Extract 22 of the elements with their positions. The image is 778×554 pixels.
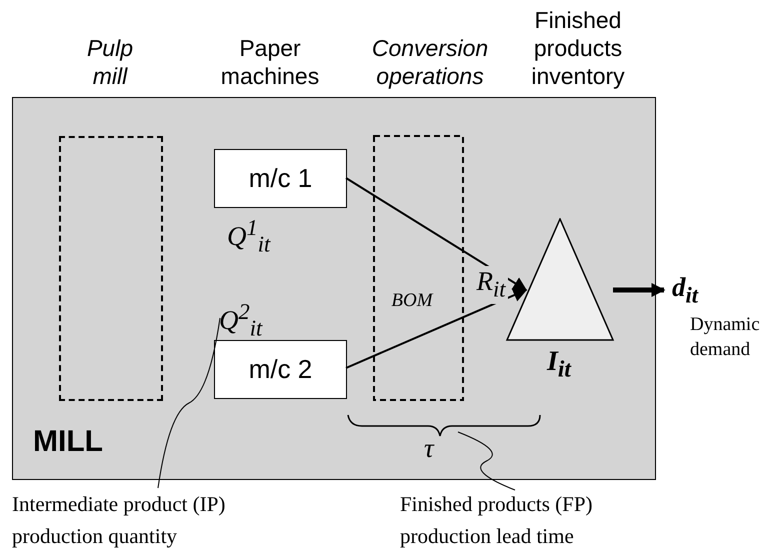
mill-title: MILL (33, 425, 103, 459)
arrow (613, 283, 666, 297)
leader-line (458, 432, 516, 490)
bom-label: BOM (390, 289, 434, 313)
column-heading: Finished products inventory (530, 6, 626, 90)
arrow (346, 288, 528, 369)
column-heading: Paper machines (220, 34, 320, 90)
mill-area (12, 97, 656, 480)
annotation-text: Finished products (FP) production lead time (400, 491, 594, 550)
annotation-text: Intermediate product (IP) production quantity (12, 491, 226, 550)
machine-box: m/c 2 (214, 340, 347, 399)
demand-symbol: d$_{it}$ (672, 272, 698, 308)
arrow (345, 177, 528, 291)
demand-caption: Dynamic demand (690, 313, 761, 362)
machine-box: m/c 1 (214, 149, 347, 208)
rate-symbol: R$_{it}$ (474, 266, 508, 304)
symbol-text: τ (424, 433, 434, 464)
inventory-symbol: I$_{it}$ (547, 346, 571, 384)
dashed-box (59, 136, 163, 401)
column-heading: Conversion operations (370, 34, 490, 90)
leader-line (158, 318, 220, 488)
column-heading: Pulp mill (86, 34, 134, 90)
